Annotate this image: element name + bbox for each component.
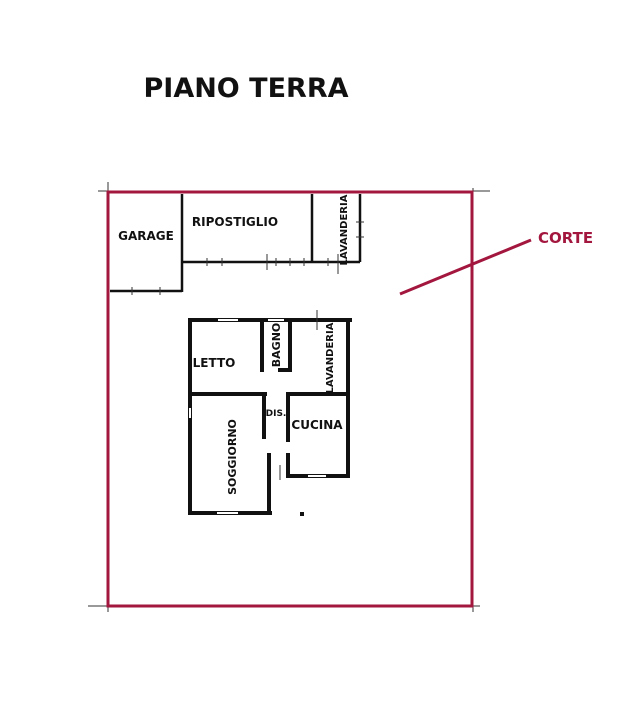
room-label-garage: GARAGE (118, 229, 174, 243)
corte-label: CORTE (538, 229, 593, 247)
room-label-lavanderia-house: LAVANDERIA (325, 322, 336, 393)
room-label-ripostiglio: RIPOSTIGLIO (192, 215, 278, 229)
room-label-disimpegno: DIS. (266, 409, 287, 419)
room-label-letto: LETTO (193, 356, 236, 370)
plan-title: PIANO TERRA (143, 73, 348, 104)
house: LETTO BAGNO LAVANDERIA DIS. CUCINA SOGGI… (188, 310, 352, 516)
property-boundary (106, 190, 474, 608)
room-label-soggiorno: SOGGIORNO (226, 419, 239, 495)
marker-dot (300, 512, 304, 516)
room-label-lavanderia-outbuilding: LAVANDERIA (339, 194, 350, 265)
corte-leader-line (399, 238, 532, 296)
room-label-bagno: BAGNO (270, 323, 283, 367)
outbuilding: GARAGE RIPOSTIGLIO LAVANDERIA (110, 194, 364, 295)
room-label-cucina: CUCINA (291, 418, 343, 432)
